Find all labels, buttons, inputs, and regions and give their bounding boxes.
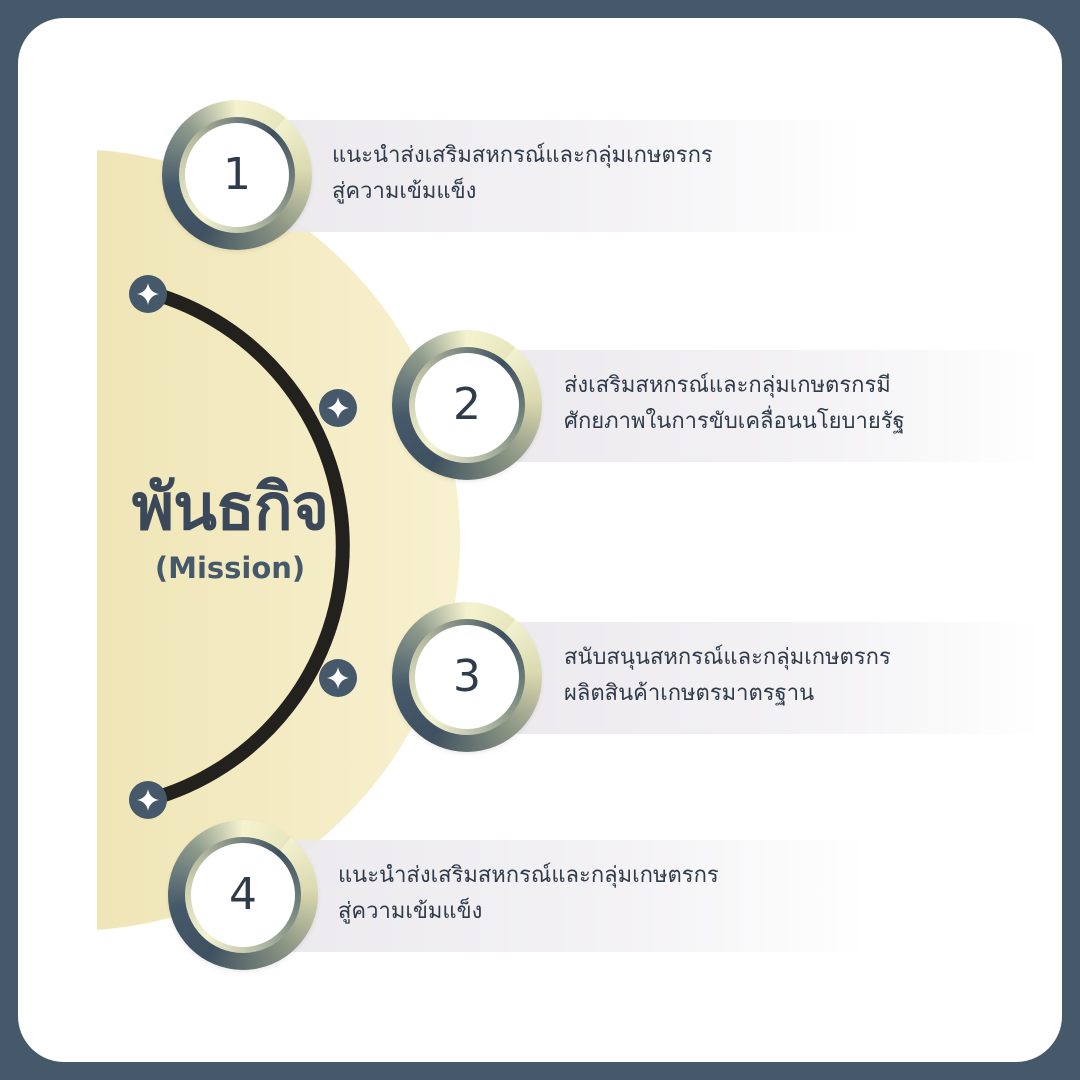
page-subtitle: (Mission) bbox=[154, 551, 306, 585]
mission-text-line-1: แนะนำส่งเสริมสหกรณ์และกลุ่มเกษตรกร bbox=[332, 143, 713, 168]
mission-text: แนะนำส่งเสริมสหกรณ์และกลุ่มเกษตรกร สู่คว… bbox=[332, 138, 713, 210]
mission-number: 4 bbox=[229, 869, 257, 920]
mission-text: ส่งเสริมสหกรณ์และกลุ่มเกษตรกรมี ศักยภาพใ… bbox=[564, 368, 905, 440]
mission-text: สนับสนุนสหกรณ์และกลุ่มเกษตรกร ผลิตสินค้า… bbox=[564, 640, 891, 712]
mission-text-band bbox=[242, 120, 862, 232]
sparkle-icon bbox=[137, 789, 159, 811]
mission-text-line-2: ผลิตสินค้าเกษตรมาตรฐาน bbox=[564, 681, 815, 706]
mission-number-badge: 4 bbox=[168, 820, 318, 970]
mission-text-line-2: ศักยภาพในการขับเคลื่อนนโยบายรัฐ bbox=[564, 409, 905, 434]
sparkle-icon bbox=[137, 283, 159, 305]
mission-text-line-2: สู่ความเข้มแข็ง bbox=[332, 179, 477, 204]
mission-number: 2 bbox=[453, 379, 481, 430]
mission-number: 1 bbox=[223, 149, 251, 200]
mission-item-3: 3 สนับสนุนสหกรณ์และกลุ่มเกษตรกร ผลิตสินค… bbox=[392, 602, 1042, 752]
mission-text-line-2: สู่ความเข้มแข็ง bbox=[338, 899, 483, 924]
mission-title-block: พันธกิจ (Mission) bbox=[92, 466, 368, 586]
mission-text-band bbox=[472, 350, 1042, 462]
mission-item-1: 1 แนะนำส่งเสริมสหกรณ์และกลุ่มเกษตรกร สู่… bbox=[162, 100, 862, 250]
mission-text-line-1: สนับสนุนสหกรณ์และกลุ่มเกษตรกร bbox=[564, 645, 891, 670]
mission-item-2: 2 ส่งเสริมสหกรณ์และกลุ่มเกษตรกรมี ศักยภา… bbox=[392, 330, 1042, 480]
mission-number-badge: 3 bbox=[392, 602, 542, 752]
mission-item-4: 4 แนะนำส่งเสริมสหกรณ์และกลุ่มเกษตรกร สู่… bbox=[168, 820, 868, 970]
sparkle-icon bbox=[327, 397, 349, 419]
arc-node-1 bbox=[129, 275, 167, 313]
mission-number-badge: 2 bbox=[392, 330, 542, 480]
mission-number-badge: 1 bbox=[162, 100, 312, 250]
mission-arc bbox=[141, 285, 350, 807]
mission-card: พันธกิจ (Mission) 1 แนะนำส่งเสริมสหกรณ์แ… bbox=[18, 18, 1062, 1062]
sparkle-icon bbox=[327, 667, 349, 689]
arc-node-2 bbox=[319, 389, 357, 427]
mission-number: 3 bbox=[453, 651, 481, 702]
mission-text-band bbox=[248, 840, 868, 952]
arc-node-4 bbox=[129, 781, 167, 819]
page-title: พันธกิจ bbox=[131, 471, 329, 545]
mission-diagram bbox=[97, 150, 461, 930]
mission-text-line-1: แนะนำส่งเสริมสหกรณ์และกลุ่มเกษตรกร bbox=[338, 863, 719, 888]
mission-text: แนะนำส่งเสริมสหกรณ์และกลุ่มเกษตรกร สู่คว… bbox=[338, 858, 719, 930]
mission-text-band bbox=[472, 622, 1042, 734]
mission-text-line-1: ส่งเสริมสหกรณ์และกลุ่มเกษตรกรมี bbox=[564, 373, 891, 398]
arc-node-3 bbox=[319, 659, 357, 697]
sun-half-disc bbox=[97, 150, 461, 930]
